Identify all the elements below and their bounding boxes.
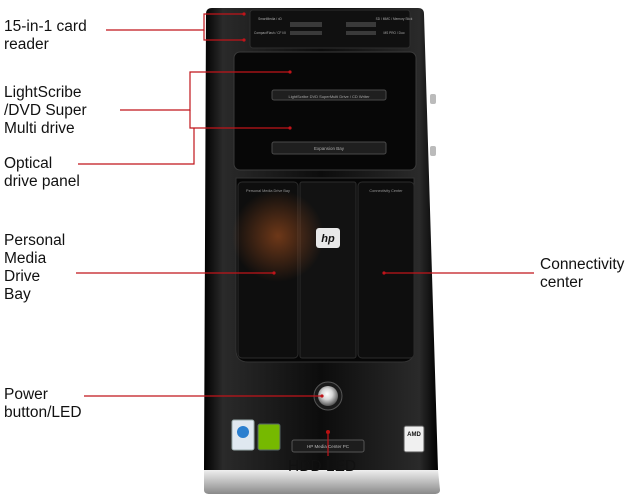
- expansion-bay-text: Expansion Bay: [314, 146, 345, 151]
- label-media-bay-line4: Bay: [4, 286, 31, 303]
- model-text: HP Media Center PC: [307, 444, 350, 449]
- card-left-bottom-text: CompactFlash / CF I/II: [254, 31, 286, 35]
- leader-card-reader-2: [203, 30, 244, 41]
- card-slot-right-2: [346, 31, 376, 35]
- dvd-label-text: LightScribe DVD SuperMulti Drive / CD Wr…: [288, 94, 370, 99]
- nvidia-sticker: [257, 423, 281, 451]
- media-bay-label-text: Personal Media Drive Bay: [246, 189, 290, 193]
- drive-door: [233, 51, 417, 171]
- hp-logo-text: hp: [321, 233, 335, 245]
- hdd-led: [326, 430, 330, 434]
- windows-logo-icon: [237, 426, 249, 438]
- silver-base: [204, 470, 440, 494]
- label-lightscribe-line1: LightScribe: [4, 84, 82, 101]
- amd-text: AMD: [407, 432, 421, 438]
- label-lightscribe-line2: /DVD Super: [4, 102, 87, 119]
- watermark-glow: [232, 190, 324, 282]
- label-power-line1: Power: [4, 386, 48, 403]
- label-media-bay-line2: Media: [4, 250, 47, 267]
- label-optical-line1: Optical: [4, 155, 53, 172]
- leader-card-reader: [106, 13, 244, 31]
- label-card-reader: 15-in-1 card reader: [4, 18, 87, 54]
- label-connectivity-line1: Connectivity: [540, 256, 625, 273]
- door-clip-bottom: [430, 146, 436, 156]
- label-lightscribe-line3: Multi drive: [4, 120, 75, 137]
- card-reader-panel: [249, 9, 411, 49]
- label-hdd-led-text: HDD LED: [288, 458, 357, 475]
- label-optical-line2: drive panel: [4, 173, 80, 190]
- leader-lightscribe-2: [189, 110, 290, 129]
- label-lightscribe: LightScribe /DVD Super Multi drive: [4, 84, 87, 138]
- label-power: Power button/LED: [4, 386, 82, 422]
- label-card-reader-line2: reader: [4, 36, 49, 53]
- door-clip-top: [430, 94, 436, 104]
- label-connectivity-line2: center: [540, 274, 584, 291]
- label-optical-panel: Optical drive panel: [4, 155, 80, 191]
- label-media-bay: Personal Media Drive Bay: [4, 232, 65, 304]
- expansion-bay-slot: [271, 141, 387, 155]
- card-slot-left: [290, 22, 322, 27]
- label-media-bay-line1: Personal: [4, 232, 66, 249]
- connectivity-label-text: Connectivity Center: [369, 189, 403, 193]
- leader-lightscribe: [120, 71, 290, 111]
- label-connectivity: Connectivity center: [540, 256, 624, 292]
- label-media-bay-line3: Drive: [4, 268, 41, 285]
- amd-sticker: [403, 425, 425, 453]
- hp-logo-box: [316, 228, 340, 248]
- dvd-tray: [271, 89, 387, 101]
- label-card-reader-line1: 15-in-1 card: [4, 18, 87, 35]
- connectivity-bay: [357, 181, 415, 359]
- card-right-bottom-text: MS PRO / Duo: [383, 31, 404, 35]
- card-slot-right: [346, 22, 376, 27]
- power-button[interactable]: [318, 386, 338, 406]
- leader-optical: [78, 128, 195, 165]
- card-slot-left-2: [290, 31, 322, 35]
- label-hdd-led: HDD LED: [288, 458, 356, 476]
- label-power-line2: button/LED: [4, 404, 82, 421]
- card-left-top-text: SmartMedia / xD: [258, 17, 282, 21]
- card-right-top-text: SD / MMC / Memory Stick: [376, 17, 413, 21]
